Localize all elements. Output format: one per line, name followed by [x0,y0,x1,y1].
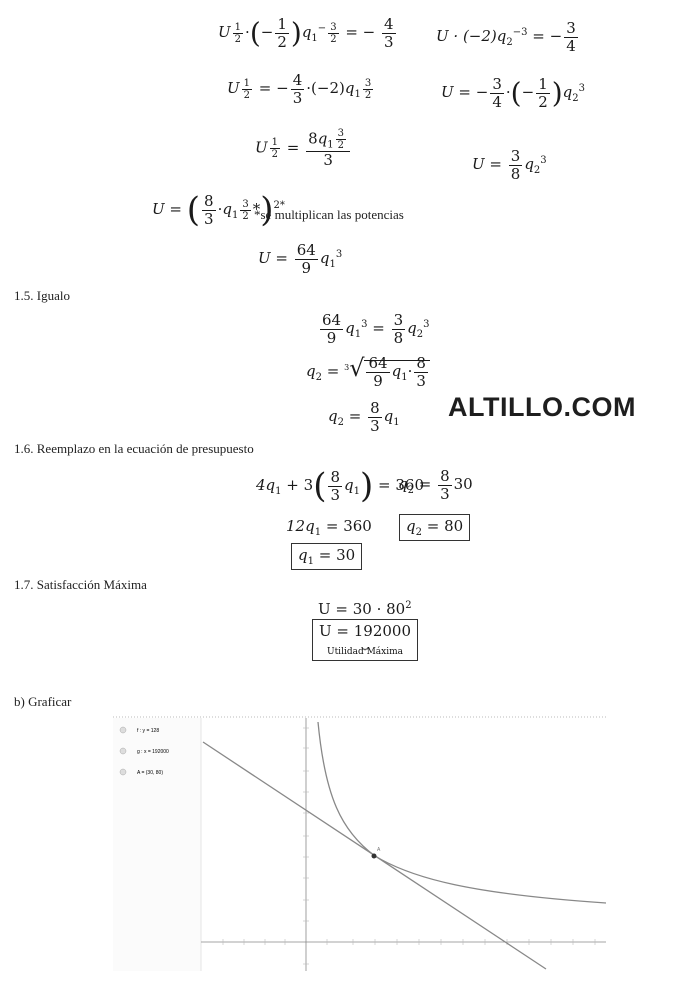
legend-bullet-1 [119,726,127,734]
algebra-panel [113,718,201,971]
x-ticks [222,939,596,945]
u-max-caption: Utilidad Máxima [326,647,404,657]
legend-g: g : x = 192000 [137,749,169,755]
graph-canvas: f : y = 128 g : x = 192000 A = (30, 80) [113,716,607,971]
legend-bullet-3 [119,768,127,776]
section-1-7-heading: 1.7. Satisfacción Máxima [14,577,147,592]
point-label-a: A [377,847,381,853]
result-q1-box: q1 = 30 [291,543,363,570]
potencias-note: *se multiplican las potencias [254,207,404,222]
indifference-curve [317,721,607,904]
eq-u-max-expr: U = 30 · 802 [318,600,412,618]
result-q2-box: q2 = 80 [399,514,471,541]
legend-a: A = (30, 80) [137,770,163,776]
watermark-logo: ALTILLO.COM [448,392,636,422]
legend-f: f : y = 128 [137,728,159,734]
eq-12q1: 12q1 = 360 [286,517,372,538]
section-1-6-heading: 1.6. Reemplazo en la ecuación de presupu… [14,441,254,456]
result-u-max-box: U = 192000 ⏟ Utilidad Máxima [312,619,419,661]
graph-screenshot: f : y = 128 g : x = 192000 A = (30, 80) [113,716,607,971]
under-brace: ⏟ [361,637,369,650]
optimum-point-a [371,853,377,859]
y-ticks [303,727,309,965]
section-b-heading: b) Graficar [14,694,72,709]
legend-bullet-2 [119,747,127,755]
section-1-5-heading: 1.5. Igualo [14,288,70,303]
u-max-value: U = 192000 [319,622,412,640]
